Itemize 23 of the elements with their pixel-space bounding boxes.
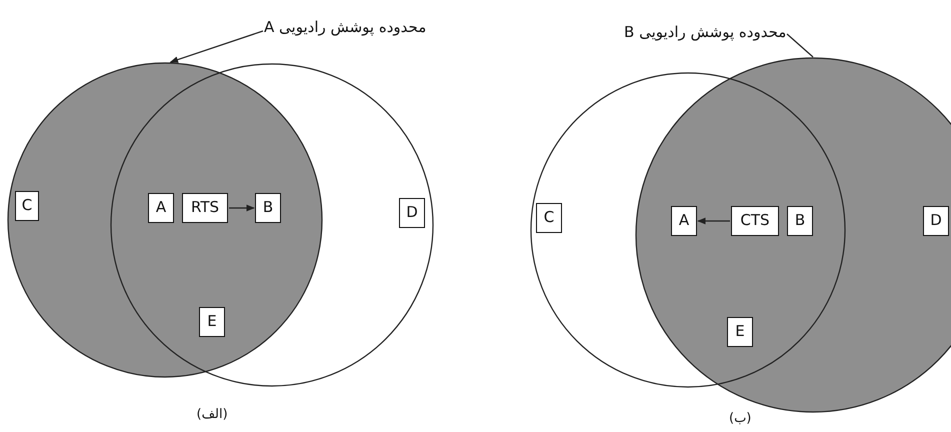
coverage-circle <box>7 62 323 378</box>
coverage-label: محدوده پوشش رادیویی A <box>264 18 426 36</box>
leader-line <box>786 34 814 58</box>
station-box: D <box>399 198 425 228</box>
station-box: E <box>727 317 753 347</box>
coverage-label: محدوده پوشش رادیویی B <box>624 23 786 41</box>
frame-box: RTS <box>182 193 228 223</box>
panel-caption: (الف) <box>196 406 228 422</box>
panel-caption: (ب) <box>729 410 752 426</box>
station-box: C <box>536 203 562 233</box>
station-box: A <box>148 193 174 223</box>
coverage-circle <box>110 63 434 387</box>
station-box: C <box>15 191 39 221</box>
station-box: A <box>671 206 697 236</box>
arrow <box>697 218 730 224</box>
frame-box: CTS <box>731 206 779 236</box>
station-box: B <box>255 193 281 223</box>
arrow <box>229 204 255 212</box>
station-box: D <box>923 206 949 236</box>
coverage-circle <box>530 72 846 388</box>
station-box: E <box>199 307 225 337</box>
station-box: B <box>787 206 813 236</box>
leader-line <box>170 30 264 63</box>
